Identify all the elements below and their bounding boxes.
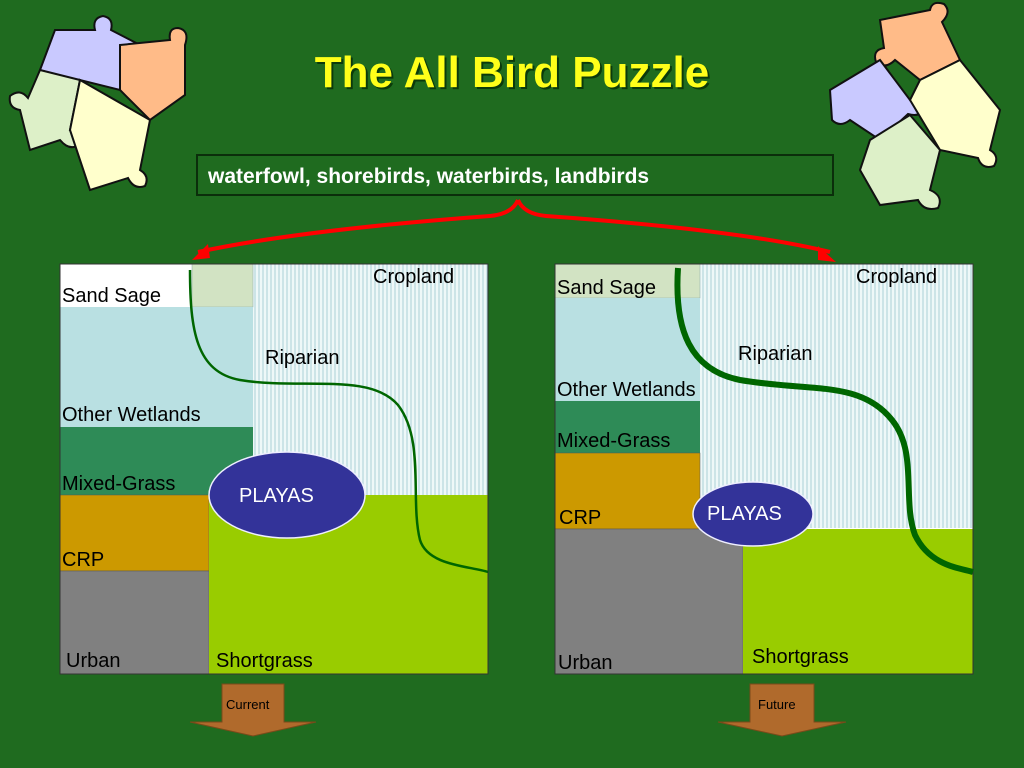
current-shortgrass-label: Shortgrass bbox=[216, 650, 313, 672]
future-riparian-label: Riparian bbox=[738, 343, 813, 365]
current-crp-label: CRP bbox=[62, 549, 105, 571]
future-playas-label: PLAYAS bbox=[707, 503, 782, 525]
current-playas-ellipse bbox=[208, 451, 366, 539]
bracket-arrows bbox=[197, 199, 831, 254]
current-urban-region bbox=[59, 570, 210, 675]
future-cropland-label: Cropland bbox=[856, 266, 938, 288]
current-cropland-label: Cropland bbox=[373, 266, 455, 288]
current-mixed-grass-label: Mixed-Grass bbox=[62, 473, 176, 495]
current-riparian-label: Riparian bbox=[265, 347, 340, 369]
current-down-arrow-icon bbox=[189, 683, 317, 737]
future-other-wetlands-label: Other Wetlands bbox=[557, 379, 696, 401]
puzzle-pieces-right-icon bbox=[828, 1, 1002, 210]
future-down-arrow-icon bbox=[717, 683, 847, 737]
current-playas-label: PLAYAS bbox=[239, 485, 314, 507]
future-sand-sage-label: Sand Sage bbox=[557, 277, 656, 299]
future-arrow-label: Future bbox=[758, 697, 796, 712]
future-shortgrass-label: Shortgrass bbox=[752, 646, 849, 668]
current-sand-sage-region bbox=[191, 263, 254, 308]
current-sand-sage-label: Sand Sage bbox=[62, 285, 161, 307]
future-panel bbox=[554, 263, 974, 675]
future-urban-label: Urban bbox=[558, 652, 613, 674]
current-panel bbox=[59, 263, 489, 675]
subtitle-box: waterfowl, shorebirds, waterbirds, landb… bbox=[196, 154, 834, 196]
bracket-arrowhead-left bbox=[192, 244, 210, 260]
current-other-wetlands-label: Other Wetlands bbox=[62, 404, 201, 426]
future-other-wetlands-region bbox=[555, 298, 700, 401]
bracket-arrowhead-right bbox=[818, 246, 836, 262]
current-riparian-line bbox=[188, 269, 489, 574]
future-crp-region bbox=[554, 452, 701, 530]
future-mixed-grass-label: Mixed-Grass bbox=[557, 430, 671, 452]
current-white-gap bbox=[60, 264, 192, 307]
current-other-wetlands-region bbox=[60, 307, 253, 427]
subtitle-text: waterfowl, shorebirds, waterbirds, landb… bbox=[208, 165, 650, 188]
future-shortgrass-region bbox=[743, 529, 973, 674]
future-mixed-grass-region bbox=[555, 401, 700, 453]
current-urban-label: Urban bbox=[66, 650, 121, 672]
future-riparian-line bbox=[674, 267, 974, 575]
puzzle-pieces-left-icon bbox=[8, 14, 188, 192]
current-arrow-label: Current bbox=[226, 697, 270, 712]
page-title: The All Bird Puzzle bbox=[314, 48, 710, 97]
future-playas-ellipse bbox=[692, 481, 814, 547]
future-crp-label: CRP bbox=[559, 507, 602, 529]
